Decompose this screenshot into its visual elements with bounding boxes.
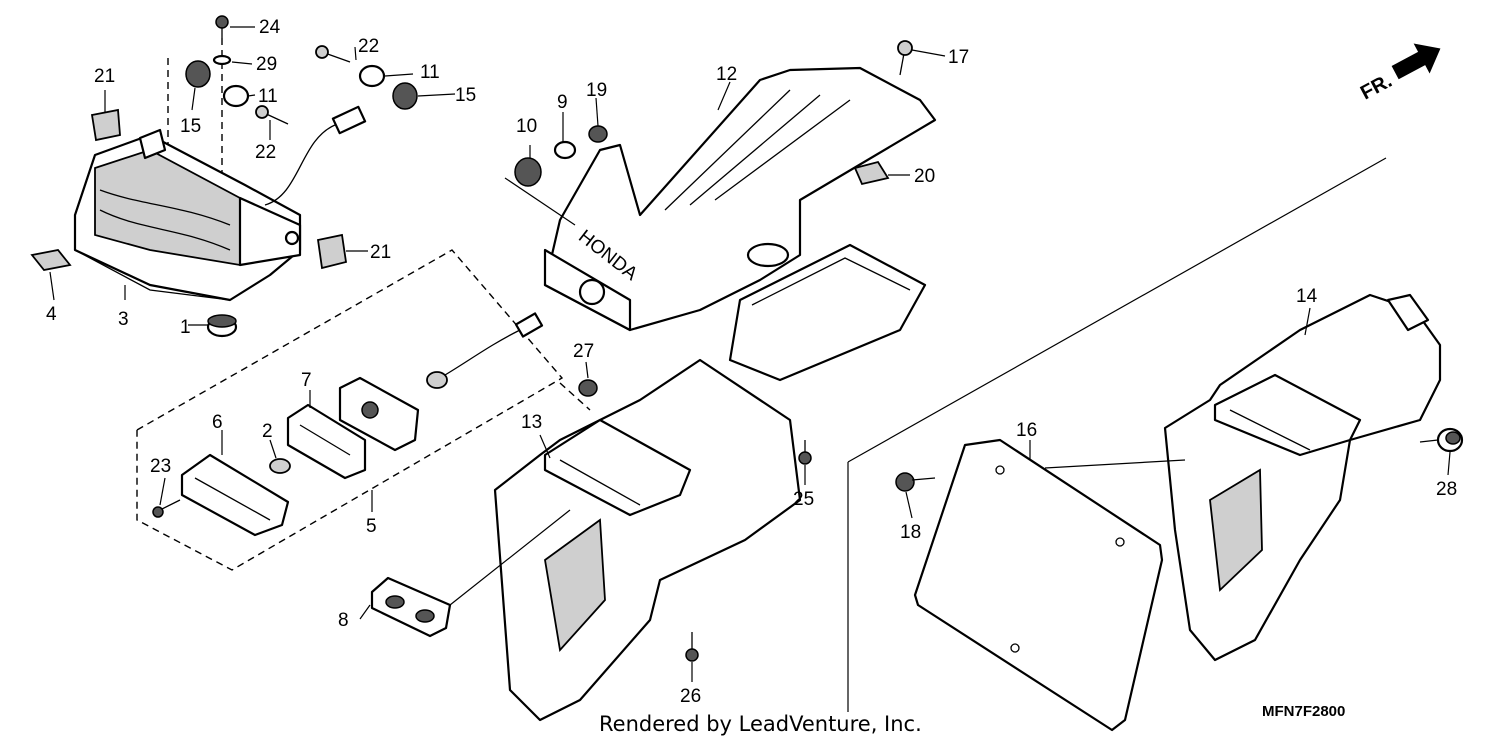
callout-24: 24 bbox=[259, 17, 281, 38]
front-direction-indicator: FR. bbox=[1357, 43, 1441, 105]
front-arrow-icon bbox=[1391, 43, 1441, 80]
callout-4: 4 bbox=[46, 304, 57, 325]
tail-light-assembly bbox=[73, 105, 367, 302]
callout-14: 14 bbox=[1296, 286, 1318, 307]
center-hardware bbox=[578, 379, 812, 662]
callout-20: 20 bbox=[914, 166, 935, 187]
callout-8: 8 bbox=[338, 610, 349, 631]
part-4-pad bbox=[30, 249, 72, 271]
callout-22-upper: 22 bbox=[358, 36, 379, 57]
callout-15-lower: 15 bbox=[180, 116, 201, 137]
callout-11-lower: 11 bbox=[258, 86, 278, 107]
callout-27: 27 bbox=[573, 341, 594, 362]
callout-23: 23 bbox=[150, 456, 171, 477]
callout-22-lower: 22 bbox=[255, 142, 276, 163]
rendered-by-text: Rendered by LeadVenture, Inc. bbox=[599, 712, 922, 736]
fr-label: FR. bbox=[1357, 70, 1396, 105]
callout-21-lower: 21 bbox=[370, 242, 391, 263]
part-13-inner-fender bbox=[493, 243, 927, 722]
callout-7: 7 bbox=[301, 370, 312, 391]
callout-5: 5 bbox=[366, 516, 377, 537]
callout-21-upper: 21 bbox=[94, 66, 115, 87]
callout-11-upper: 11 bbox=[420, 62, 440, 83]
callout-16: 16 bbox=[1016, 420, 1037, 441]
callout-15-upper: 15 bbox=[455, 85, 476, 106]
callout-19: 19 bbox=[586, 80, 607, 101]
part-21-clip-right bbox=[316, 233, 348, 270]
callout-26: 26 bbox=[680, 686, 701, 707]
part-21-clip-top bbox=[90, 108, 121, 142]
callout-2: 2 bbox=[262, 421, 273, 442]
diagram-code: MFN7F2800 bbox=[1262, 703, 1345, 720]
callout-28: 28 bbox=[1436, 479, 1457, 500]
callout-9: 9 bbox=[557, 92, 568, 113]
part-16-plate bbox=[895, 438, 1164, 732]
callout-18: 18 bbox=[900, 522, 921, 543]
leader-lines bbox=[49, 26, 1451, 682]
license-light-group bbox=[152, 312, 544, 537]
callout-12: 12 bbox=[716, 64, 737, 85]
part-12-rear-fender: HONDA bbox=[543, 66, 937, 332]
part-1-grommet bbox=[206, 314, 238, 338]
callout-3: 3 bbox=[118, 309, 129, 330]
callout-25: 25 bbox=[793, 489, 814, 510]
callout-1: 1 bbox=[180, 317, 191, 338]
part-14-inner-fender-alt bbox=[1163, 293, 1464, 662]
hardware-top-left bbox=[185, 15, 418, 125]
callout-13: 13 bbox=[521, 412, 542, 433]
callout-10: 10 bbox=[516, 116, 537, 137]
callout-labels: 1 2 3 4 5 6 7 8 9 10 11 11 12 13 14 15 1… bbox=[46, 17, 1457, 707]
callout-6: 6 bbox=[212, 412, 223, 433]
fender-hardware bbox=[514, 40, 913, 187]
callout-29: 29 bbox=[256, 54, 277, 75]
callout-17: 17 bbox=[948, 47, 969, 68]
part-8-reflector bbox=[370, 576, 452, 638]
